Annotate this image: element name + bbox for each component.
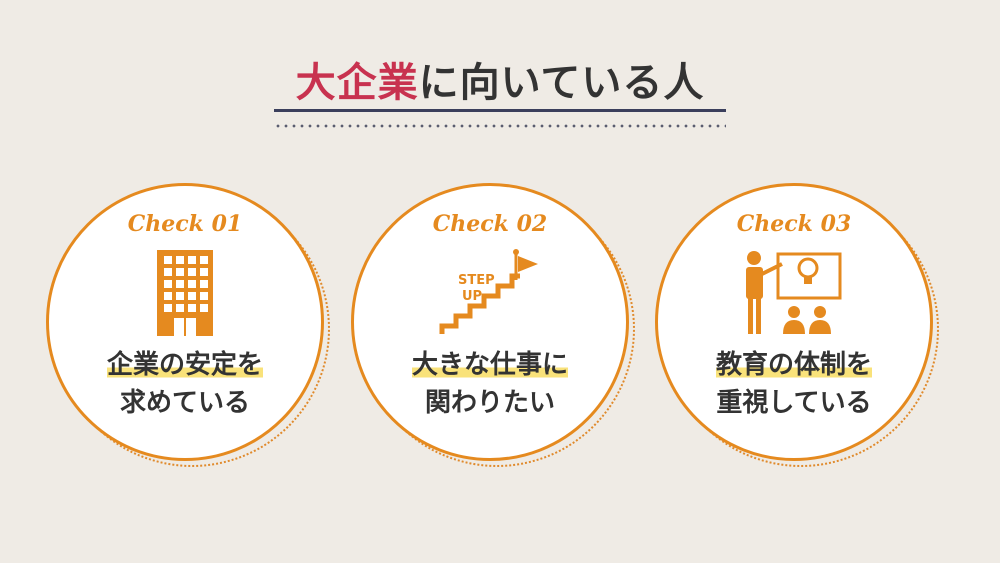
title-rest: に向いている人 (418, 60, 705, 106)
title-underline (274, 109, 726, 112)
label-line-2: 関わりたい (424, 388, 555, 418)
check-card-1: Check 01 企業の安定を 求めている (46, 183, 330, 467)
card-circle (351, 183, 629, 461)
step-up-flag-icon: STEP UP (439, 249, 538, 334)
label-line-1: 企業の安定を (106, 350, 263, 380)
check-number: Check 01 (127, 211, 243, 237)
card-label: 大きな仕事に 関わりたい (351, 346, 629, 422)
label-line-2: 求めている (119, 388, 250, 418)
title-dotted-line (274, 124, 726, 128)
check-number: Check 02 (432, 211, 548, 237)
card-label: 教育の体制を 重視している (655, 346, 933, 422)
card-label: 企業の安定を 求めている (46, 346, 324, 422)
label-line-1: 大きな仕事に (411, 350, 568, 380)
check-number: Check 03 (736, 211, 852, 237)
title-accent: 大企業 (295, 60, 419, 106)
up-text: UP (462, 289, 482, 304)
page-title: 大企業に向いている人 (0, 50, 1000, 108)
check-card-3: Check 03 教育の体制を 重視している (655, 183, 939, 467)
check-card-2: Check 02 STEP UP 大きな仕事に 関わりたい (351, 183, 635, 467)
card-circle (46, 183, 324, 461)
step-text: STEP (458, 273, 495, 288)
building-icon (157, 250, 213, 336)
label-line-1: 教育の体制を (715, 350, 872, 380)
teacher-students-icon (746, 251, 842, 334)
label-line-2: 重視している (716, 388, 872, 418)
